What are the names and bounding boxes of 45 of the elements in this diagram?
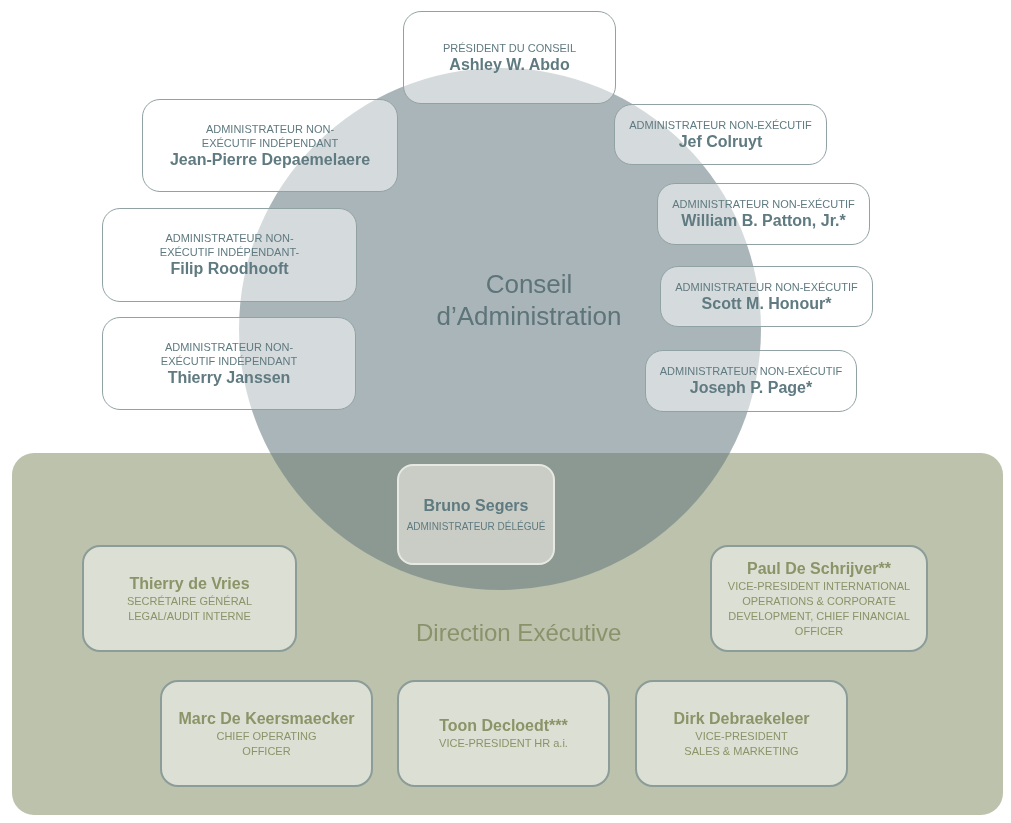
member-box (102, 317, 356, 410)
member-name: Scott M. Honour* (701, 293, 832, 314)
member-box (657, 183, 870, 245)
member-name: Jef Colruyt (678, 131, 763, 152)
executive-box (635, 680, 848, 787)
member-name: Jean-Pierre Depaemelaere (169, 149, 371, 170)
executive-panel (12, 453, 1003, 815)
member-name: Thierry de Vries (129, 573, 250, 594)
panel-title: Direction Exécutive (416, 618, 622, 648)
executive-box (160, 680, 373, 787)
member-name: Filip Roodhooft (170, 259, 289, 279)
member-box (645, 350, 857, 412)
executive-box (710, 545, 928, 652)
member-role: ADMINISTRATEUR NON-EXÉCUTIF INDÉPENDANT (200, 121, 340, 150)
member-name: Joseph P. Page* (689, 378, 813, 398)
member-role: SECRÉTAIRE GÉNÉRAL LEGAL/AUDIT INTERNE (125, 593, 254, 624)
executive-box (82, 545, 297, 652)
member-name: Thierry Janssen (167, 367, 291, 388)
member-role: VICE-PRESIDENT HR a.i. (439, 736, 568, 751)
executive-box (397, 464, 555, 565)
member-name: Paul De Schrijver** (746, 558, 892, 579)
member-name: Marc De Keersmaecker (178, 708, 355, 729)
member-role: CHIEF OPERATING OFFICER (215, 728, 318, 759)
member-role: ADMINISTRATEUR NON-EXÉCUTIF (629, 117, 812, 132)
member-box (142, 99, 398, 192)
board-title: Conseil d’Administration (435, 268, 623, 332)
member-box (614, 104, 827, 165)
executive-box (397, 680, 610, 787)
member-box (102, 208, 357, 302)
member-box (660, 266, 873, 327)
member-role: ADMINISTRATEUR NON-EXÉCUTIF INDÉPENDANT (159, 339, 299, 368)
member-role: ADMINISTRATEUR DÉLÉGUÉ (406, 519, 546, 534)
member-role: ADMINISTRATEUR NON-EXÉCUTIF (675, 279, 858, 294)
member-name: Toon Decloedt*** (439, 716, 568, 736)
member-role: ADMINISTRATEUR NON-EXÉCUTIF (672, 197, 855, 211)
member-name: Dirk Debraekeleer (673, 708, 810, 729)
member-name: Ashley W. Abdo (449, 54, 570, 75)
member-role: PRÉSIDENT DU CONSEIL (442, 40, 577, 55)
member-name: Bruno Segers (423, 495, 529, 516)
member-role: ADMINISTRATEUR NON-EXÉCUTIF (659, 364, 843, 378)
member-name: William B. Patton, Jr.* (681, 211, 846, 231)
member-role: ADMINISTRATEUR NON-EXÉCUTIF INDÉPENDANT- (158, 231, 301, 259)
member-role: VICE-PRESIDENT INTERNATIONAL OPERATIONS & CORPORATE DEVELOPMENT, CHIEF FINANCIAL OFFICER (726, 578, 912, 639)
member-role: VICE-PRESIDENT SALES & MARKETING (683, 728, 800, 759)
member-box (403, 11, 616, 104)
